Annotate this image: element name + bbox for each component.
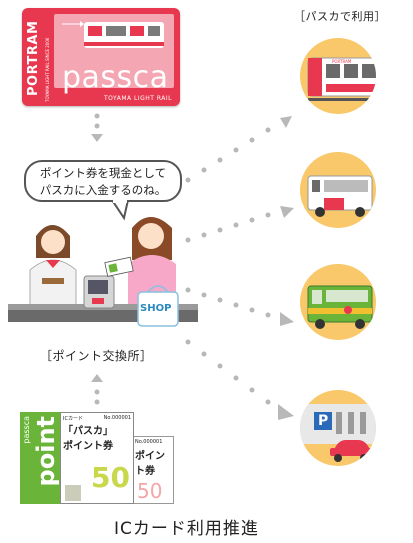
use-parking-circle: P	[300, 390, 376, 466]
ticket-front: ICカード No.000001 「パスカ」 ポイント券 50	[60, 412, 134, 504]
bubble-line-2: パスカに入金するのね。	[39, 183, 167, 197]
card-brand-vertical: PORTRAM	[26, 20, 41, 96]
bubble-tail	[110, 200, 130, 221]
ticket-side-word: passca	[22, 416, 31, 444]
ticket-head-small: ICカード	[63, 416, 83, 422]
bus-icon	[307, 175, 373, 217]
ticket-title-line2: ポイント券	[63, 441, 113, 452]
speech-bubble: ポイント券を現金として パスカに入金するのね。	[24, 160, 182, 202]
point-tickets: No.000001 ポイント券 50 passca point ICカード No…	[20, 412, 174, 508]
passca-card: PORTRAM TOYAMA LIGHT RAIL SINCE 2006 pas…	[22, 8, 180, 106]
parking-icon	[300, 404, 376, 462]
bubble-line-1: ポイント券を現金として	[39, 166, 167, 180]
parking-sign: P	[318, 413, 329, 429]
tram-icon	[307, 57, 376, 101]
exchange-counter-illustration	[8, 217, 198, 327]
exchange-label: ［ポイント交換所］	[40, 349, 153, 363]
dotted-arrows-to-uses	[185, 116, 294, 420]
shop-sign: SHOP	[140, 303, 172, 314]
ticket-back-number: No.000001	[135, 439, 163, 445]
dotted-arrow-card-to-exchange	[91, 113, 103, 142]
ticket-back-title: ポイント券	[135, 451, 165, 477]
page-caption: ICカード利用推進	[114, 519, 259, 539]
ticket-green-strip: passca point	[20, 412, 60, 504]
card-footer: TOYAMA LIGHT RAIL	[103, 95, 172, 102]
ticket-back: No.000001 ポイント券 50	[132, 436, 174, 504]
ticket-logo	[65, 485, 81, 501]
card-brand-sub: TOYAMA LIGHT RAIL SINCE 2006	[45, 37, 50, 102]
ticket-back-value: 50	[137, 479, 163, 503]
use-green-bus-circle	[300, 264, 376, 340]
card-tram-icon	[62, 21, 164, 48]
ticket-number: No.000001	[103, 415, 131, 421]
card-name: passca	[62, 60, 169, 95]
ticket-big-word: point	[32, 416, 60, 487]
use-label: ［パスカで利用］	[294, 10, 386, 23]
card-inner-panel	[54, 14, 174, 88]
ticket-title-line1: 「パスカ」	[63, 426, 113, 437]
use-bus-circle	[300, 152, 376, 228]
ticket-value: 50	[91, 461, 130, 494]
use-tram-circle: PORTRAM	[300, 38, 376, 114]
tram-sign: PORTRAM	[332, 59, 352, 64]
green-bus-icon	[307, 285, 373, 329]
dotted-arrow-tickets-to-exchange	[91, 374, 103, 405]
